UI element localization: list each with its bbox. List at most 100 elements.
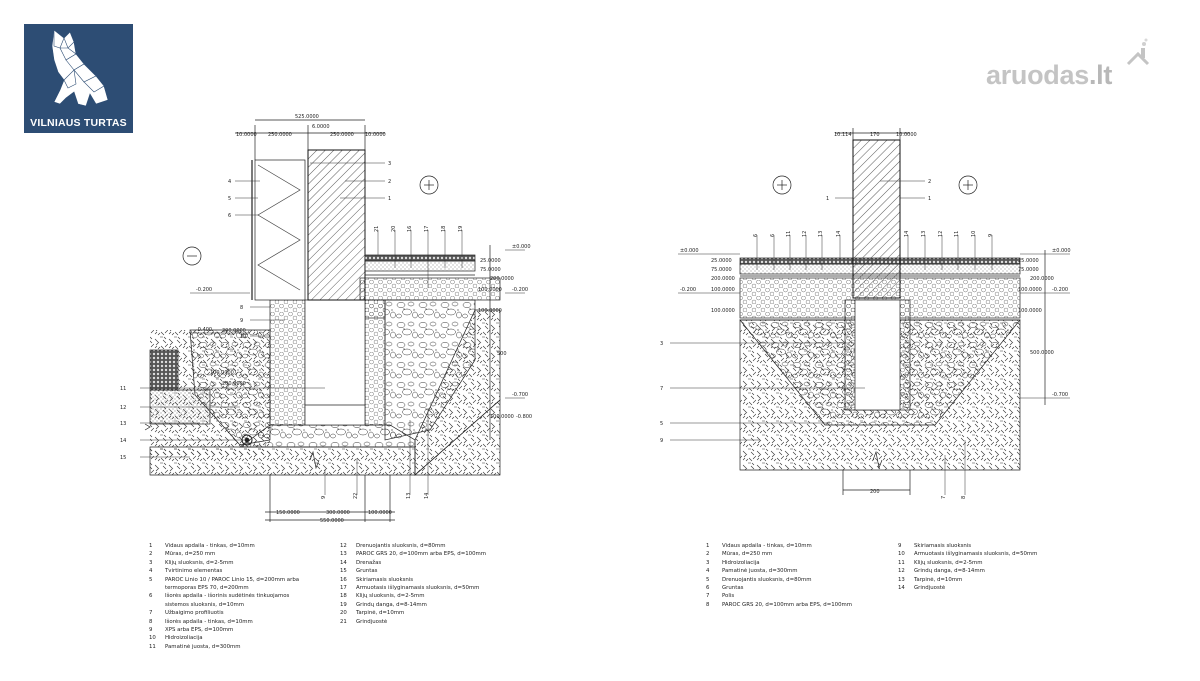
svg-text:20: 20 xyxy=(391,226,397,232)
right-foundation-detail xyxy=(670,128,1070,495)
legend-item-number: 9 xyxy=(898,543,902,549)
svg-text:3: 3 xyxy=(388,161,391,167)
svg-text:19: 19 xyxy=(458,226,464,232)
svg-text:75.0000: 75.0000 xyxy=(1018,267,1039,273)
svg-text:150.0000: 150.0000 xyxy=(276,510,300,516)
interior-plus-marker-left xyxy=(772,175,792,195)
legend-item-text: Vidaus apdaila - tinkas, d=10mm xyxy=(722,543,812,549)
legend-item-number: 13 xyxy=(340,551,347,558)
legend-item-text: Mūras, d=250 mm xyxy=(165,551,216,558)
svg-text:9: 9 xyxy=(988,234,994,237)
legend-item-text: Tarpinė, d=10mm xyxy=(356,610,405,617)
exterior-minus-marker xyxy=(182,246,202,266)
legend-item: 4 Pamatinė juosta, d=300mm xyxy=(706,567,891,575)
house-chimney-icon xyxy=(1126,38,1150,66)
legend-item-number: 1 xyxy=(706,543,710,549)
svg-text:10.0000: 10.0000 xyxy=(365,132,386,138)
svg-text:±0.000: ±0.000 xyxy=(1052,248,1071,254)
legend-item-number: 18 xyxy=(340,593,347,600)
legend-item-number: 7 xyxy=(149,610,153,617)
legend-item-number: 7 xyxy=(706,593,710,600)
svg-text:15: 15 xyxy=(120,455,126,461)
svg-text:13: 13 xyxy=(818,231,824,237)
svg-text:100.0000: 100.0000 xyxy=(1018,308,1042,314)
svg-text:7: 7 xyxy=(660,386,663,392)
legend-item: 20 Tarpinė, d=10mm xyxy=(340,609,530,617)
legend-item: 14 Grindjuostė xyxy=(898,584,1088,592)
svg-text:10.0000: 10.0000 xyxy=(896,132,917,138)
svg-text:12: 12 xyxy=(802,231,808,237)
legend-item-number: 3 xyxy=(149,559,153,566)
legend-item-text: Tvirtinimo elementas xyxy=(165,568,223,575)
legend-item-text: Drenuojantis sluoksnis, d=80mm xyxy=(722,576,812,583)
legend-item: 1 Vidaus apdaila - tinkas, d=10mm xyxy=(706,542,891,550)
legend-item-text: Armuotasis išlyginamasis sluoksnis, d=50… xyxy=(356,585,480,592)
svg-text:500: 500 xyxy=(497,351,507,357)
svg-text:9: 9 xyxy=(321,496,327,499)
svg-text:3: 3 xyxy=(660,341,663,347)
legend-item-text: Hidroizoliacija xyxy=(722,559,760,566)
interior-plus-marker xyxy=(419,175,439,195)
svg-text:-0.200: -0.200 xyxy=(1052,287,1068,293)
svg-text:-0.400: -0.400 xyxy=(196,327,212,333)
svg-text:100.0000: 100.0000 xyxy=(1018,287,1042,293)
legend-item: 21 Grindjuostė xyxy=(340,618,530,626)
legend-item-text: Išorės apdaila - išorinis sudėtinės tink… xyxy=(165,593,290,608)
svg-text:6: 6 xyxy=(753,234,759,237)
legend-item-number: 20 xyxy=(340,610,347,617)
svg-text:300.0000: 300.0000 xyxy=(326,510,350,516)
wolf-icon xyxy=(51,29,109,107)
svg-text:6: 6 xyxy=(228,213,231,219)
legend-item-text: Pamatinė juosta, d=300mm xyxy=(722,568,798,575)
svg-text:13: 13 xyxy=(120,421,126,427)
svg-text:100.0000: 100.0000 xyxy=(368,510,392,516)
svg-text:13: 13 xyxy=(921,231,927,237)
legend-item-text: Grindjuostė xyxy=(356,618,388,625)
svg-text:10: 10 xyxy=(240,334,246,340)
legend-item-number: 9 xyxy=(149,627,153,634)
svg-text:12: 12 xyxy=(120,405,126,411)
svg-text:75.0000: 75.0000 xyxy=(711,267,732,273)
legend-item-text: Hidroizoliacija xyxy=(165,635,203,642)
legend-item-number: 4 xyxy=(706,568,710,575)
svg-text:14: 14 xyxy=(424,493,430,499)
svg-text:6: 6 xyxy=(770,234,776,237)
svg-text:18: 18 xyxy=(441,226,447,232)
svg-text:17: 17 xyxy=(424,226,430,232)
legend-item-text: Armuotasis išlyginamasis sluoksnis, d=50… xyxy=(914,551,1038,558)
svg-text:100.0000: 100.0000 xyxy=(478,308,502,314)
legend-item-text: Polis xyxy=(722,593,735,600)
svg-text:11: 11 xyxy=(786,231,792,237)
svg-text:200.0000: 200.0000 xyxy=(490,276,514,282)
svg-text:21: 21 xyxy=(374,226,380,232)
legend-item-number: 14 xyxy=(898,585,905,592)
svg-text:25.0000: 25.0000 xyxy=(711,258,732,264)
svg-text:10.0000: 10.0000 xyxy=(236,132,257,138)
brand-tld: .lt xyxy=(1088,60,1113,90)
legend-item-text: Grindjuostė xyxy=(914,585,946,592)
legend-item-text: PAROC Linio 10 / PAROC Linio 15, d=200mm… xyxy=(165,576,300,592)
svg-text:250.0000: 250.0000 xyxy=(330,132,354,138)
svg-text:100.0000: 100.0000 xyxy=(210,370,234,376)
svg-text:1: 1 xyxy=(826,196,829,202)
svg-text:550.0000: 550.0000 xyxy=(320,518,344,524)
svg-text:5: 5 xyxy=(660,421,663,427)
legend-item-number: 21 xyxy=(340,618,347,625)
svg-text:9: 9 xyxy=(660,438,663,444)
legend-item-number: 16 xyxy=(340,576,347,583)
